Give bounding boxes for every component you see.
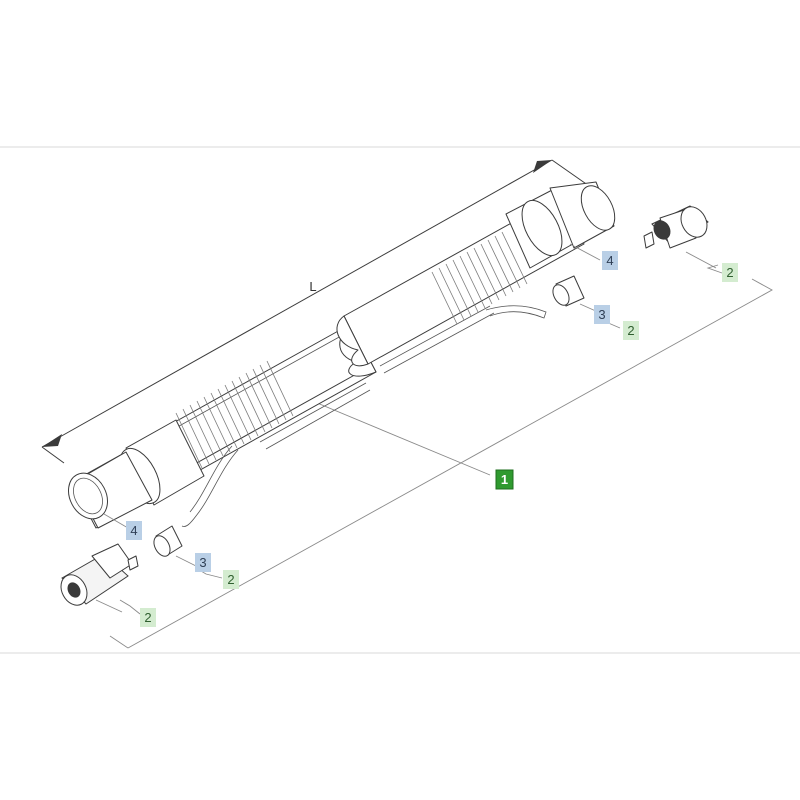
callout-nut-right-number: 3: [598, 307, 605, 322]
tube-right: [485, 305, 547, 319]
callout-nut-right: 3: [594, 305, 610, 324]
callout-coupling-left-number: 2: [144, 610, 151, 625]
callout-hose-end-right-number: 4: [606, 253, 613, 268]
callout-nut-left-number: 3: [199, 555, 206, 570]
callout-hose-end-right: 4: [602, 251, 618, 270]
callout-nut-right-sub-number: 2: [627, 323, 634, 338]
length-dimension: L: [41, 159, 593, 464]
callout-hose-end-left: 4: [126, 521, 142, 540]
callout-nut-left: 3: [195, 553, 211, 572]
dimension-label: L: [309, 279, 316, 294]
nut-right: [552, 275, 599, 313]
assembly-bracket: [109, 278, 773, 649]
coupling-right: [643, 205, 717, 269]
tube-left: [181, 449, 239, 527]
hose-end-left: [68, 419, 205, 529]
callout-nut-left-sub: 2: [223, 570, 239, 589]
callout-assembly-number: 1: [501, 472, 508, 487]
callout-nut-left-sub-number: 2: [227, 572, 234, 587]
callout-nut-right-sub: 2: [623, 321, 639, 340]
hose-end-right: [505, 181, 616, 269]
callout-assembly: 1: [495, 469, 514, 490]
callout-coupling-right: 2: [722, 263, 738, 282]
callout-coupling-left: 2: [140, 608, 156, 627]
callout-coupling-right-number: 2: [726, 265, 733, 280]
nut-left: [153, 525, 197, 567]
coupling-left: [60, 543, 139, 613]
tube-left-inner: [189, 445, 233, 513]
callout-hose-end-left-number: 4: [130, 523, 137, 538]
